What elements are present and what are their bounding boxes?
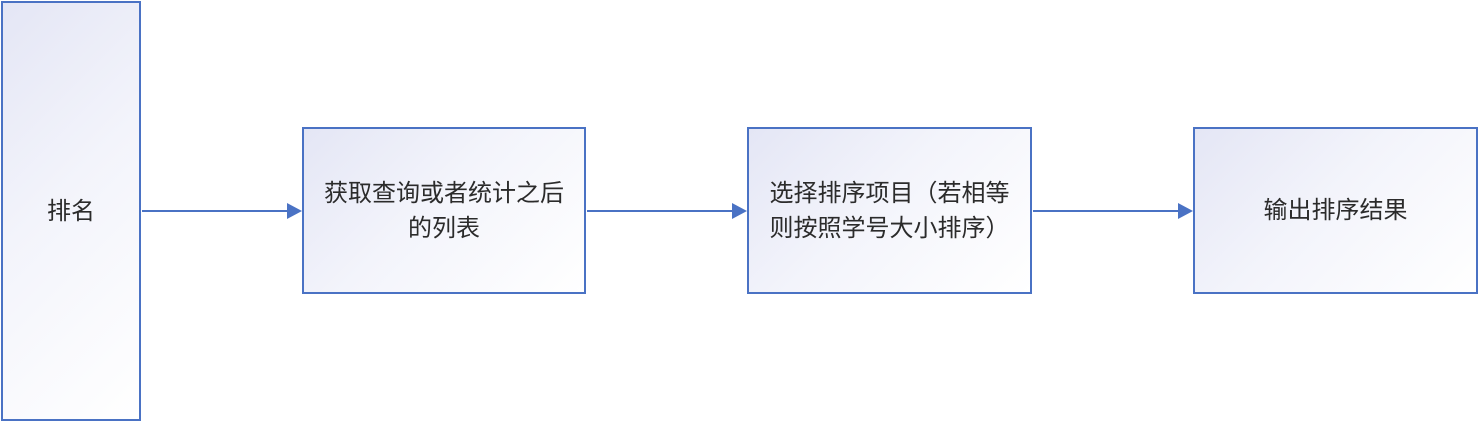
edge-rank-to-fetch <box>142 203 302 219</box>
edge-select-to-output <box>1033 203 1193 219</box>
node-select-sort-item-label: 选择排序项目（若相等则按照学号大小排序） <box>769 178 1010 242</box>
node-output-result-label: 输出排序结果 <box>1263 196 1408 224</box>
node-rank: 排名 <box>1 1 141 421</box>
node-rank-label: 排名 <box>47 196 95 225</box>
node-output-result: 输出排序结果 <box>1193 127 1478 294</box>
node-select-sort-item: 选择排序项目（若相等则按照学号大小排序） <box>747 127 1032 294</box>
edge-fetch-to-select <box>587 203 747 219</box>
node-fetch-list: 获取查询或者统计之后的列表 <box>302 127 586 294</box>
node-fetch-list-label: 获取查询或者统计之后的列表 <box>324 178 564 242</box>
